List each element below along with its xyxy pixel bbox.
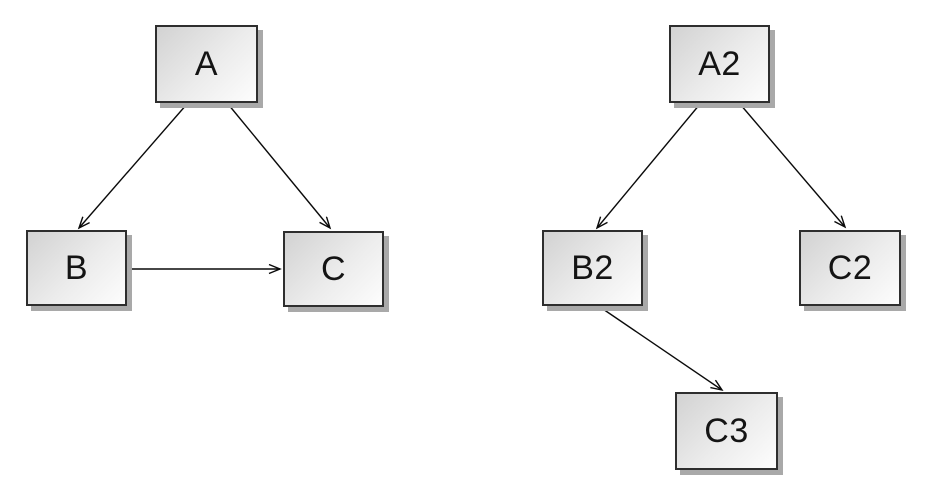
edge-A-B [79, 103, 188, 228]
edge-B2-C3 [599, 306, 722, 390]
node-C3: C3 [675, 392, 778, 470]
node-C2-label: C2 [827, 248, 873, 287]
node-C: C [283, 231, 384, 307]
node-A: A [155, 25, 258, 103]
node-C-label: C [320, 249, 347, 288]
node-B: B [26, 230, 127, 306]
node-A2: A2 [669, 25, 770, 103]
node-A2-label: A2 [698, 44, 741, 83]
node-B2: B2 [542, 230, 643, 306]
node-C2: C2 [799, 230, 901, 306]
node-B2-label: B2 [571, 248, 614, 287]
node-A-label: A [194, 44, 219, 83]
node-B-label: B [64, 248, 89, 287]
edge-A2-C2 [739, 103, 845, 227]
edge-A2-B2 [597, 103, 701, 228]
node-C3-label: C3 [704, 411, 749, 450]
edge-A-C [227, 103, 330, 228]
